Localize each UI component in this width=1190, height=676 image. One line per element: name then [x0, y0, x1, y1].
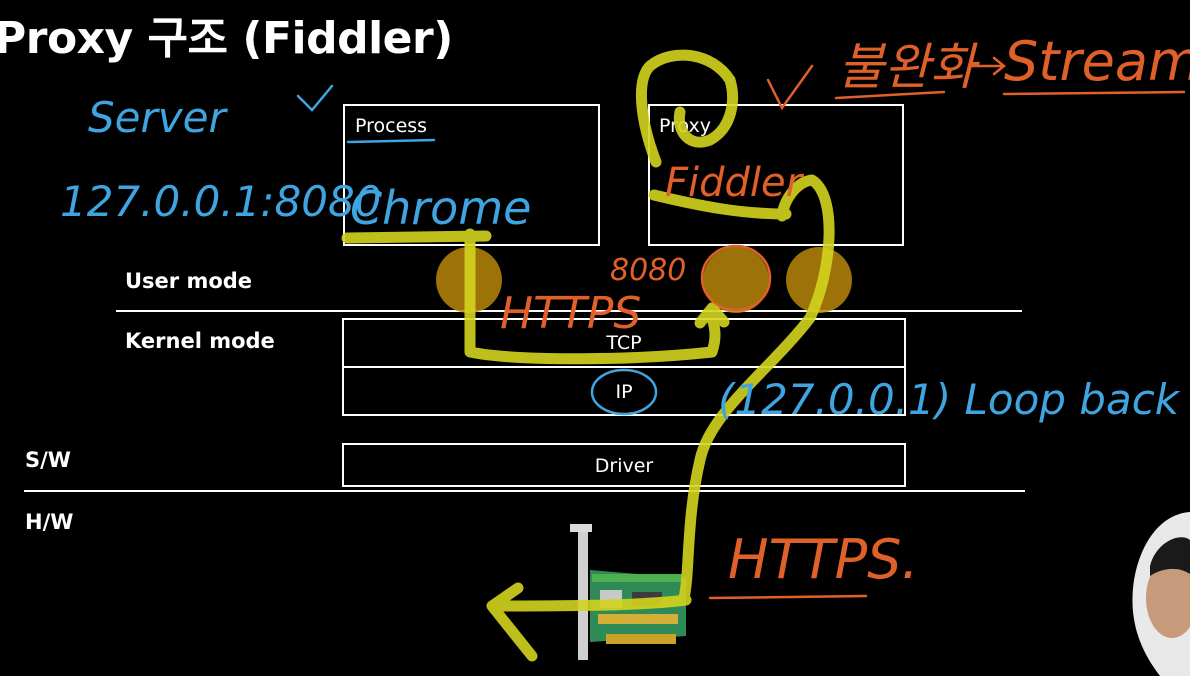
- checkmark-proxy: [766, 64, 814, 111]
- driver-label: Driver: [594, 455, 654, 477]
- stream-note: Stream: [1004, 30, 1190, 93]
- stream-underline: [1002, 90, 1186, 96]
- server-note: Server: [88, 93, 228, 142]
- kernel-mode-label: Kernel mode: [125, 329, 275, 353]
- socket-circle-proxy-in: [703, 247, 769, 313]
- orange-handwriting: Fiddler HTTPS 8080 HTTPS. 불완화 Stream: [500, 30, 1190, 591]
- loopback-note: (127.0.0.1) Loop back: [718, 375, 1181, 424]
- orange-marks: [700, 56, 1186, 600]
- ip-circle: [590, 368, 658, 416]
- software-label: S/W: [25, 448, 71, 472]
- proxy-box: [648, 104, 904, 246]
- driver-box: [342, 443, 906, 487]
- user-kernel-divider: [116, 310, 1022, 312]
- slide-title: Proxy 구조 (Fiddler): [0, 13, 453, 64]
- https-upper-note: HTTPS: [500, 288, 641, 339]
- network-card-icon: [570, 524, 686, 660]
- hardware-label: H/W: [25, 510, 74, 534]
- arrow-to-stream: [968, 56, 1007, 76]
- fiddler-note: Fiddler: [665, 160, 805, 206]
- presenter-webcam: [1132, 512, 1190, 676]
- process-label: Process: [355, 115, 428, 137]
- korean-note: 불완화: [838, 38, 980, 96]
- server-address-note: 127.0.0.1:8080: [60, 177, 381, 226]
- user-mode-label: User mode: [125, 269, 253, 293]
- ip-label: IP: [615, 381, 633, 403]
- yellow-flow-path: [341, 49, 835, 662]
- port-circle: [700, 244, 772, 312]
- checkmark-server: [296, 84, 334, 112]
- blue-marks: [296, 84, 658, 416]
- sw-hw-divider: [24, 490, 1025, 492]
- https-lower-underline: [708, 594, 868, 600]
- korean-underline: [834, 90, 946, 100]
- chrome-note: Chrome: [350, 181, 531, 235]
- tcp-label: TCP: [606, 332, 642, 354]
- blue-handwriting: Server 127.0.0.1:8080 Chrome (127.0.0.1)…: [60, 93, 1181, 424]
- https-lower-note: HTTPS.: [728, 528, 919, 591]
- port-8080-note: 8080: [610, 253, 686, 288]
- process-underline: [346, 138, 436, 144]
